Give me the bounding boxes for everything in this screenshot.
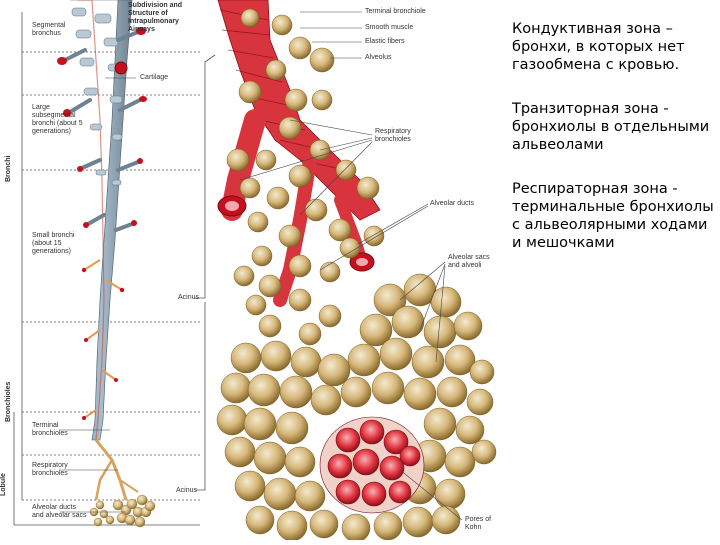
label-alveolar-sacs: Alveolar sacs and alveoli: [448, 254, 498, 270]
label-pores-of-kohn: Pores of Kohn: [465, 516, 499, 532]
zone-separator: –: [661, 21, 673, 37]
zone-title: Респираторная зона: [512, 181, 668, 197]
label-large-subsegmental: Large subsegmental bronchi (about 5 gene…: [32, 104, 84, 136]
label-alveolus: Alveolus: [365, 54, 445, 62]
label-acinus-bottom: Acinus: [176, 487, 197, 495]
label-elastic-fibers: Elastic fibers: [365, 38, 445, 46]
label-alveolar-ducts: Alveolar ducts: [430, 200, 490, 208]
zone-separator: -: [659, 101, 669, 117]
label-small-bronchi: Small bronchi (about 15 generations): [32, 232, 84, 256]
label-alveolar-ducts-sacs: Alveolar ducts and alveolar sacs: [32, 504, 88, 520]
airways-illustration: [0, 0, 500, 540]
zone-conducting: Кондуктивная зона – бронхи, в которых не…: [512, 20, 717, 74]
zone-title: Транзиторная зона: [512, 101, 659, 117]
label-terminal-bronchiole: Terminal bronchiole: [365, 8, 445, 16]
zone-description: терминальные бронхиолы с альвеолярными х…: [512, 199, 714, 251]
label-cartilage: Cartilage: [140, 74, 200, 82]
label-respiratory-bronchioles: Respiratory bronchioles: [32, 462, 84, 478]
zone-title: Кондуктивная зона: [512, 21, 661, 37]
vertical-label-bronchioles: Bronchioles: [5, 382, 12, 422]
vertical-label-lobule: Lobule: [0, 473, 7, 496]
label-segmental-bronchus: Segmental bronchus: [32, 22, 82, 38]
zone-description: бронхи, в которых нет газообмена с кровь…: [512, 39, 685, 73]
label-smooth-muscle: Smooth muscle: [365, 24, 445, 32]
label-acinus-top: Acinus: [178, 294, 199, 302]
label-terminal-bronchioles: Terminal bronchioles: [32, 422, 84, 438]
acinus-illustration: [217, 0, 496, 540]
opened-alveolar-sac: [320, 417, 424, 513]
zone-separator: -: [668, 181, 678, 197]
zone-description: бронхиолы в отдельными альвеолами: [512, 119, 709, 153]
zones-text-panel: Кондуктивная зона – бронхи, в которых не…: [512, 20, 717, 278]
zone-transitional: Транзиторная зона - бронхиолы в отдельны…: [512, 100, 717, 154]
lung-airways-figure: Subdivision and Structure of Intrapulmon…: [0, 0, 500, 540]
label-respiratory-bronchioles-right: Respiratory bronchioles: [375, 128, 435, 144]
vertical-label-bronchi: Bronchi: [5, 156, 12, 182]
zone-respiratory: Респираторная зона - терминальные бронхи…: [512, 180, 717, 252]
figure-title: Subdivision and Structure of Intrapulmon…: [128, 2, 200, 34]
